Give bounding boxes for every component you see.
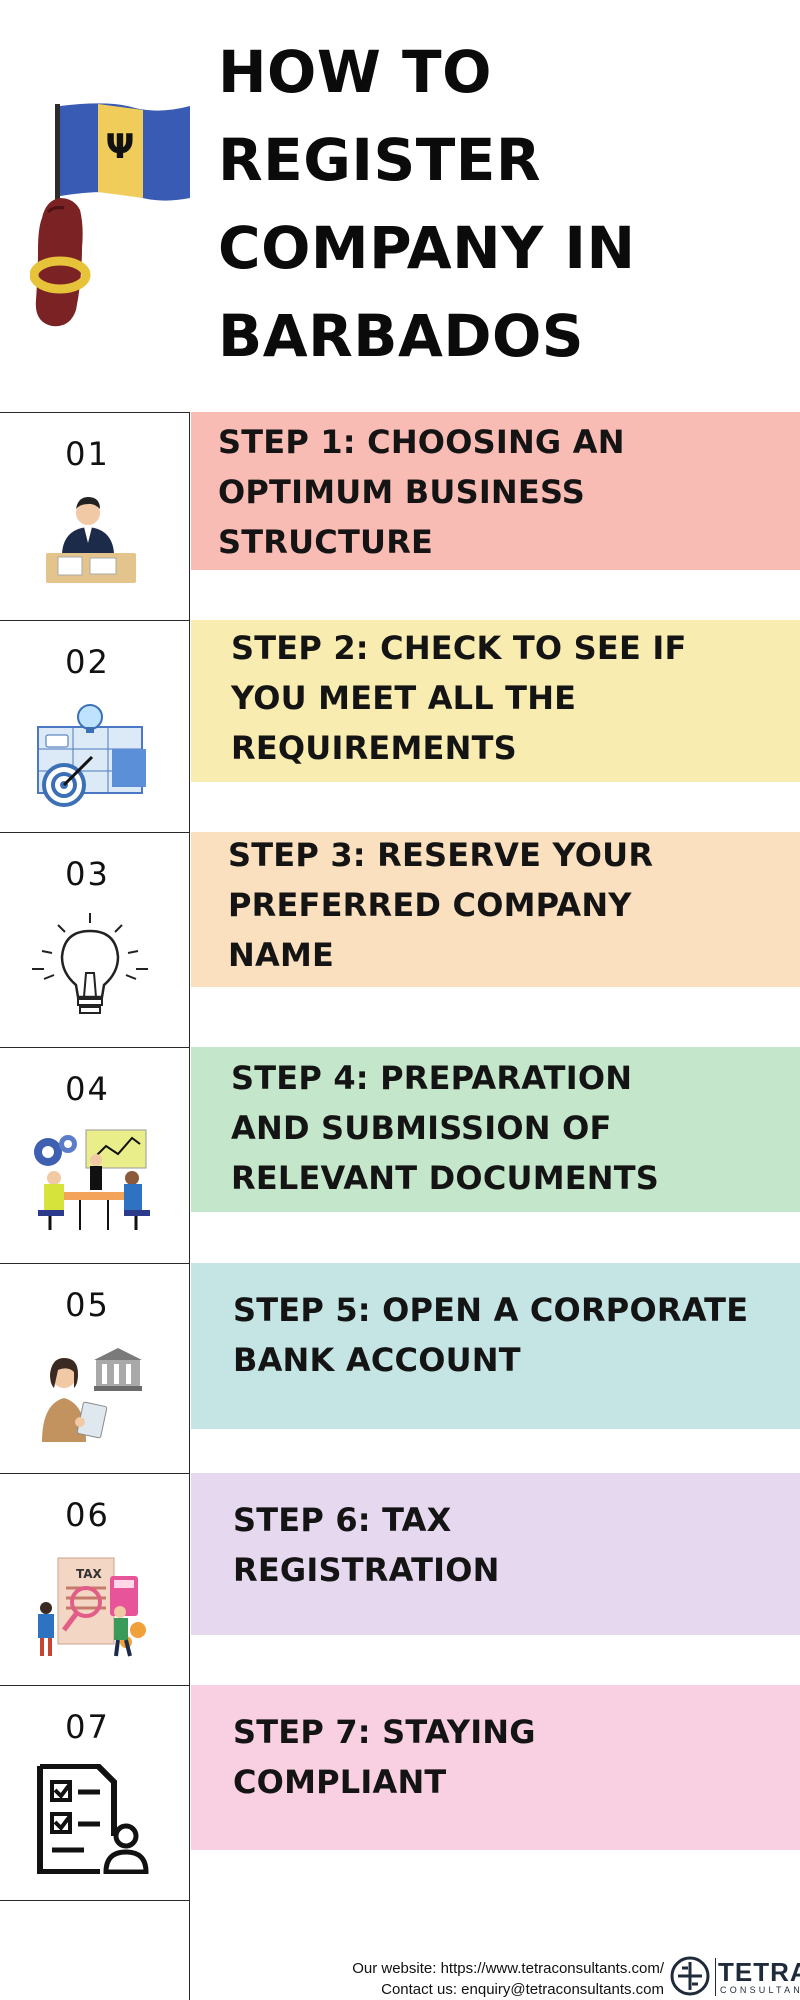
step-row-6: 06 TAX STEP 6: TAX REGISTRATION	[0, 1473, 800, 1685]
step-number: 04	[65, 1070, 110, 1108]
step-number-cell: 05	[0, 1263, 190, 1473]
page-title: HOW TO REGISTER COMPANY IN BARBADOS	[218, 38, 636, 370]
step-number-cell: 07	[0, 1685, 190, 1900]
planning-target-icon	[37, 704, 146, 807]
step-title: STEP 4: PREPARATION AND SUBMISSION OF RE…	[231, 1059, 660, 1197]
svg-text:Ψ: Ψ	[106, 127, 135, 167]
barbados-flag-hand-icon: Ψ	[30, 103, 190, 327]
step-number-cell: 06 TAX	[0, 1473, 190, 1685]
footer-contact-info: Our website: https://www.tetraconsultant…	[352, 1958, 664, 2000]
step-title: STEP 2: CHECK TO SEE IF YOU MEET ALL THE…	[231, 629, 687, 767]
step-number: 05	[65, 1286, 110, 1324]
footer-left-cell	[0, 1900, 190, 2000]
header: Ψ HOW TO REGISTER COMPANY IN BARBADOS	[0, 0, 800, 412]
step-row-5: 05 STEP 5: OPEN A CORPORATE BANK ACCOUNT	[0, 1263, 800, 1473]
step-number-cell: 01	[0, 412, 190, 620]
step-number: 06	[65, 1496, 110, 1534]
businessman-desk-icon	[46, 497, 136, 583]
step-band: STEP 1: CHOOSING AN OPTIMUM BUSINESS STR…	[191, 412, 800, 570]
checklist-icon	[37, 1764, 149, 1874]
contact-email-link[interactable]: Contact us: enquiry@tetraconsultants.com	[381, 1981, 664, 1998]
step-title: STEP 3: RESERVE YOUR PREFERRED COMPANY N…	[228, 836, 654, 974]
step-title: STEP 5: OPEN A CORPORATE BANK ACCOUNT	[233, 1291, 749, 1379]
step-number-cell: 04	[0, 1047, 190, 1263]
step-number-cell: 03	[0, 832, 190, 1047]
step-number: 07	[65, 1708, 110, 1746]
lightbulb-icon	[32, 913, 148, 1014]
step-row-7: 07 STEP 7: STAYING COMPLIANT	[0, 1685, 800, 1900]
step-title: STEP 7: STAYING COMPLIANT	[233, 1713, 536, 1801]
logo-subtitle: CONSULTANTS	[720, 1985, 800, 1995]
tetra-logo-icon	[670, 1956, 710, 1996]
logo-divider	[715, 1958, 716, 1996]
step-band: STEP 3: RESERVE YOUR PREFERRED COMPANY N…	[191, 832, 800, 987]
step-band: STEP 7: STAYING COMPLIANT	[191, 1685, 800, 1850]
bank-clerk-icon	[42, 1348, 142, 1442]
step-band: STEP 5: OPEN A CORPORATE BANK ACCOUNT	[191, 1263, 800, 1429]
step-band: STEP 4: PREPARATION AND SUBMISSION OF RE…	[191, 1047, 800, 1212]
tetra-logo: TETRA CONSULTANTS	[668, 1954, 800, 2000]
website-link[interactable]: Our website: https://www.tetraconsultant…	[352, 1960, 664, 1977]
footer: Our website: https://www.tetraconsultant…	[0, 1900, 800, 2000]
step-row-4: 04 STEP 4: PREPARATION AND SUBM	[0, 1047, 800, 1263]
step-row-1: 01 STEP 1: CHOOSING AN OPTIMUM BUSINESS …	[0, 412, 800, 620]
step-row-2: 02 STEP 2: CHECK TO SEE IF YOU MEET ALL …	[0, 620, 800, 832]
logo-name: TETRA	[718, 1957, 800, 1987]
step-number: 03	[65, 855, 110, 893]
team-meeting-icon	[34, 1129, 150, 1230]
step-row-3: 03 STEP 3: RESERVE YOUR PREFERRED COMPAN…	[0, 832, 800, 1047]
step-title: STEP 6: TAX REGISTRATION	[233, 1501, 500, 1589]
step-band: STEP 6: TAX REGISTRATION	[191, 1473, 800, 1635]
svg-text:TAX: TAX	[76, 1567, 103, 1581]
step-title: STEP 1: CHOOSING AN OPTIMUM BUSINESS STR…	[218, 423, 625, 561]
step-number: 01	[65, 435, 110, 473]
step-number-cell: 02	[0, 620, 190, 832]
step-number: 02	[65, 643, 110, 681]
step-band: STEP 2: CHECK TO SEE IF YOU MEET ALL THE…	[191, 620, 800, 782]
tax-document-icon: TAX	[38, 1557, 146, 1657]
